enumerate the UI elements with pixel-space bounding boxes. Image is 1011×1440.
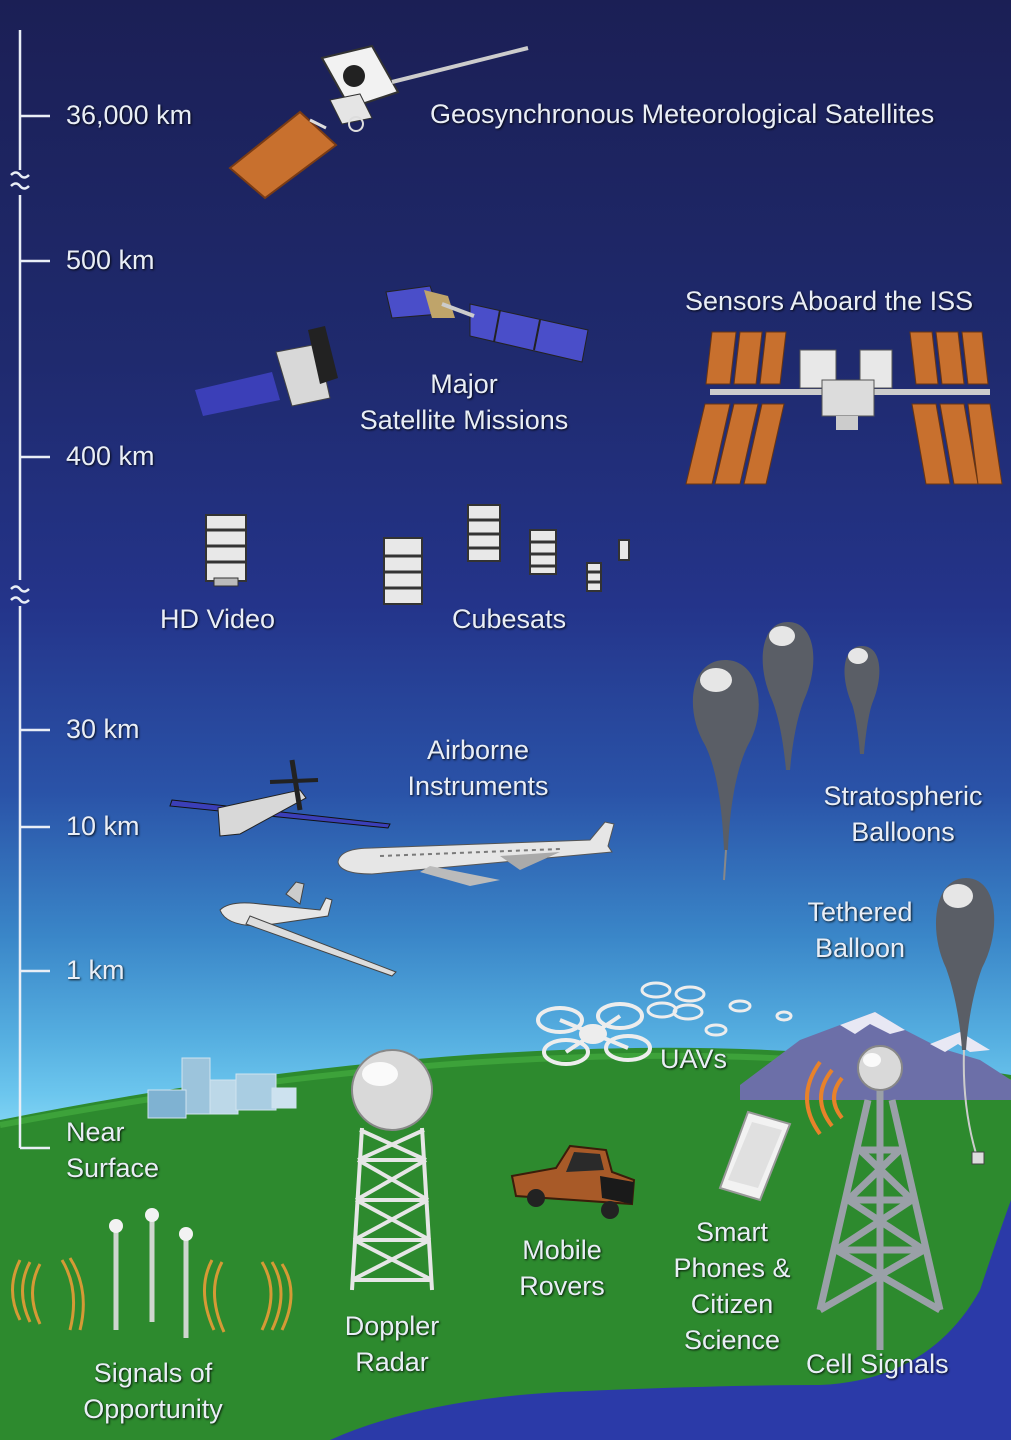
iss-label: Sensors Aboard the ISS bbox=[685, 286, 974, 316]
major-mission-satellite-1-icon bbox=[195, 326, 338, 416]
cell-tower-top-icon bbox=[857, 1045, 903, 1091]
solar-aircraft-icon bbox=[169, 759, 391, 837]
city-buildings-icon bbox=[147, 1057, 297, 1119]
signals-of-opportunity-label: Signals of Opportunity bbox=[83, 1358, 223, 1424]
pickup-truck-icon bbox=[510, 1144, 636, 1219]
cell-tower-icon bbox=[816, 1090, 944, 1350]
water bbox=[330, 1200, 1011, 1440]
major-missions-label: Major Satellite Missions bbox=[359, 369, 569, 435]
geo-satellites-label: Geosynchronous Meteorological Satellites bbox=[430, 99, 935, 129]
cubesats-label: Cubesats bbox=[452, 604, 567, 634]
smart-phones-label: Smart Phones & Citizen Science bbox=[673, 1217, 791, 1355]
smart-phone-icon bbox=[718, 1110, 792, 1202]
mobile-rovers-label: Mobile Rovers bbox=[519, 1235, 605, 1301]
altitude-tick-400km: 400 km bbox=[66, 441, 155, 471]
tethered-balloon-icon bbox=[935, 878, 995, 1165]
hd-video-camera-icon bbox=[205, 514, 247, 587]
uavs-label: UAVs bbox=[660, 1044, 728, 1074]
cell-signals-label: Cell Signals bbox=[806, 1349, 949, 1379]
major-mission-satellite-2-icon bbox=[385, 285, 589, 363]
altitude-tick-30km: 30 km bbox=[66, 714, 140, 744]
tethered-label: Tethered Balloon bbox=[807, 897, 913, 963]
airliner-icon bbox=[337, 821, 615, 886]
altitude-tick-36000km: 36,000 km bbox=[66, 100, 193, 130]
altitude-axis bbox=[10, 30, 50, 1150]
geosync-satellite-icon bbox=[228, 44, 529, 200]
altitude-tick-1km: 1 km bbox=[66, 955, 125, 985]
stratospheric-balloons-icon bbox=[692, 622, 880, 881]
altitude-tick-10km: 10 km bbox=[66, 811, 140, 841]
uav-quadcopters-icon bbox=[536, 981, 793, 1066]
near-surface-label: Near Surface bbox=[66, 1117, 160, 1183]
cell-signal-waves-icon bbox=[805, 1060, 844, 1136]
doppler-radar-label: Doppler Radar bbox=[344, 1311, 440, 1377]
drone-aircraft-icon bbox=[219, 881, 397, 977]
iss-icon bbox=[685, 331, 1003, 485]
stratospheric-label: Stratospheric Balloons bbox=[823, 781, 983, 847]
hd-video-label: HD Video bbox=[160, 604, 276, 634]
signals-of-opportunity-towers-icon bbox=[11, 1208, 293, 1338]
doppler-radar-icon bbox=[350, 1049, 434, 1291]
altitude-tick-500km: 500 km bbox=[66, 245, 155, 275]
cubesats-icon bbox=[383, 504, 630, 605]
airborne-label: Airborne Instruments bbox=[407, 735, 549, 801]
